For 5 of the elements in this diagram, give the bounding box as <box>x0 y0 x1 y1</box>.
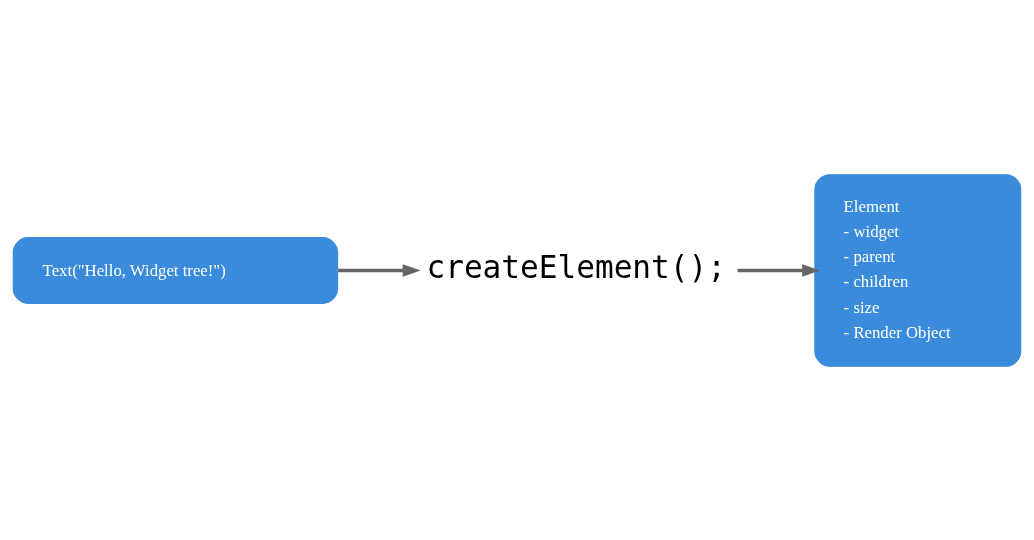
node-text: createElement(); <box>426 248 726 285</box>
node-box: Element - widget - parent - children - size - Render Object <box>814 173 1022 367</box>
arrow <box>338 263 421 277</box>
arrow <box>737 263 821 277</box>
node-box: Text("Hello, Widget tree!") <box>12 236 339 304</box>
